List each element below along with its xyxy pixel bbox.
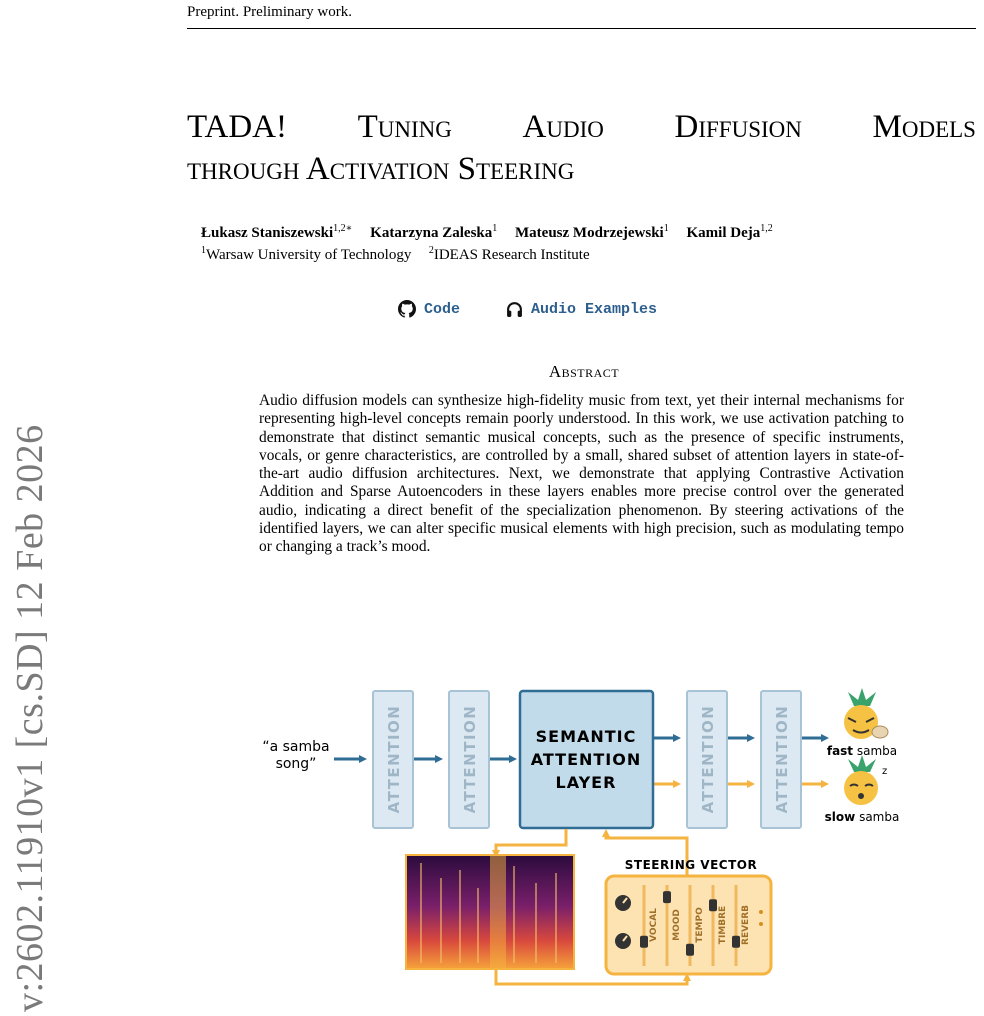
indicator-dot [759, 910, 763, 914]
semantic-attention-layer: SEMANTIC ATTENTION LAYER [518, 689, 655, 830]
author-affil: 1,2∗ [333, 223, 353, 234]
paper-title: TADA! Tuning Audio Diffusion Models thro… [187, 106, 976, 190]
slider-label: TEMPO [695, 907, 705, 943]
attention-label: ATTENTION [699, 705, 717, 814]
header-rule [187, 28, 976, 29]
prompt-text-line1: “a samba [262, 739, 329, 755]
title-line-2: through Activation Steering [187, 151, 575, 187]
spectrogram-image [405, 854, 575, 970]
attention-block-4: ATTENTION [760, 690, 802, 829]
slider-vocal[interactable]: VOCAL [640, 885, 659, 966]
slider-timbre[interactable]: TIMBRE [709, 885, 728, 966]
headphones-icon [507, 301, 522, 317]
attention-block-2: ATTENTION [448, 690, 490, 829]
author: Kamil Deja1,2 [686, 223, 773, 241]
author-name: Mateusz Modrzejewski [515, 225, 664, 241]
slider-handle[interactable] [640, 935, 648, 948]
title-word: Diffusion [674, 109, 802, 145]
audio-examples-label: Audio Examples [531, 300, 658, 318]
semantic-label-line2: ATTENTION [531, 750, 642, 769]
author-affil: 1 [492, 223, 498, 234]
slider-handle[interactable] [663, 891, 671, 904]
prompt-text-line2: song” [276, 756, 317, 772]
affil-mark: 1 [201, 245, 206, 256]
author-list: Łukasz Staniszewski1,2∗ Katarzyna Zalesk… [201, 219, 773, 243]
slider-group: VOCAL MOOD TEMPO TIMBRE REVERB [640, 885, 751, 966]
slider-handle[interactable] [686, 943, 694, 956]
attention-block-3: ATTENTION [686, 690, 728, 829]
loop-spectrogram-to-steering [494, 970, 691, 986]
title-word: Audio [522, 109, 604, 145]
samba-word: samba [853, 744, 897, 758]
fast-samba-label: fast samba [827, 744, 897, 758]
fast-samba-pineapple-icon [844, 688, 889, 739]
attention-label: ATTENTION [461, 705, 479, 814]
samba-word: samba [855, 810, 899, 824]
author: Łukasz Staniszewski1,2∗ [201, 223, 353, 241]
code-link-label: Code [424, 300, 461, 318]
steering-figure: “a samba song” ATTENTION ATTENTION SEMAN… [262, 688, 900, 986]
title-word: TADA! [187, 109, 287, 145]
slider-mood[interactable]: MOOD [663, 885, 682, 966]
author-affil: 1 [663, 223, 669, 234]
slider-label: VOCAL [649, 908, 659, 942]
attention-label: ATTENTION [385, 705, 403, 814]
semantic-label-line3: LAYER [556, 773, 617, 792]
slider-reverb[interactable]: REVERB [732, 885, 751, 966]
arxiv-identifier: v:2602.11910v1 [cs.SD] 12 Feb 2026 [9, 424, 51, 1012]
author-block: Łukasz Staniszewski1,2∗ Katarzyna Zalesk… [201, 219, 773, 265]
github-icon [398, 300, 416, 318]
knob-icon[interactable] [615, 895, 631, 911]
preprint-notice: Preprint. Preliminary work. [187, 4, 352, 20]
code-link[interactable]: Code [398, 300, 460, 318]
steering-vector-label: STEERING VECTOR [625, 858, 757, 872]
slider-tempo[interactable]: TEMPO [686, 885, 705, 966]
title-word: Models [872, 109, 976, 145]
audio-examples-link[interactable]: Audio Examples [506, 300, 657, 318]
abstract-text: Audio diffusion models can synthesize hi… [259, 392, 904, 556]
slider-handle[interactable] [732, 935, 740, 948]
slider-handle[interactable] [709, 899, 717, 912]
slider-label: REVERB [741, 905, 751, 945]
semantic-label-line1: SEMANTIC [536, 727, 637, 746]
knob-icon[interactable] [615, 933, 631, 949]
author-name: Katarzyna Zaleska [370, 225, 493, 241]
resource-links: Code Audio Examples [398, 300, 657, 318]
affiliation: IDEAS Research Institute [433, 247, 590, 263]
fast-word: fast [827, 744, 853, 758]
author-name: Łukasz Staniszewski [201, 225, 334, 241]
attention-label: ATTENTION [773, 705, 791, 814]
author: Mateusz Modrzejewski1 [515, 223, 669, 241]
steering-vector-panel: VOCAL MOOD TEMPO TIMBRE REVERB [604, 874, 773, 976]
sleep-z-mark: z [882, 766, 887, 777]
author-affil: 1,2 [760, 223, 773, 234]
loop-steering-to-semantic [602, 829, 689, 876]
affiliation: Warsaw University of Technology [206, 247, 412, 263]
slow-word: slow [825, 810, 856, 824]
slider-label: MOOD [672, 909, 682, 941]
author-name: Kamil Deja [686, 225, 761, 241]
indicator-dot [759, 922, 763, 926]
author: Katarzyna Zaleska1 [370, 223, 498, 241]
affil-mark: 2 [428, 245, 434, 256]
loop-semantic-to-spectrogram [492, 829, 568, 858]
abstract-heading: Abstract [548, 362, 620, 381]
attention-block-1: ATTENTION [372, 690, 414, 829]
title-line-1: TADA! Tuning Audio Diffusion Models [187, 106, 976, 148]
slow-samba-pineapple-icon: z [844, 755, 887, 805]
affiliation-list: 1Warsaw University of Technology 2IDEAS … [201, 241, 773, 265]
slider-label: TIMBRE [718, 906, 728, 944]
slow-samba-label: slow samba [825, 810, 900, 824]
title-word: Tuning [357, 109, 452, 145]
